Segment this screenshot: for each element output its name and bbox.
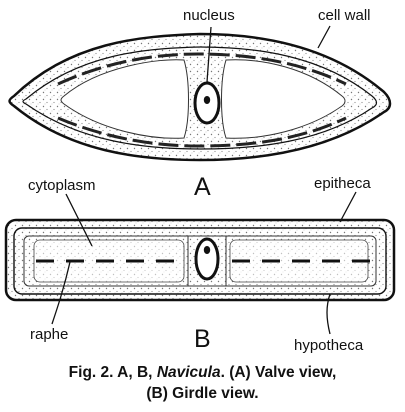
epitheca-label: epitheca: [314, 176, 371, 192]
cell-wall-leader: [318, 26, 330, 48]
girdle-view-cell: [6, 220, 394, 300]
panel-b-letter: B: [194, 326, 211, 352]
nucleus-label: nucleus: [183, 8, 235, 24]
caption-genus: Navicula: [157, 364, 221, 381]
girdle-nucleolus: [204, 246, 210, 254]
hypotheca-label: hypotheca: [294, 338, 363, 354]
valve-view-cell: [10, 34, 391, 160]
caption-prefix: Fig. 2. A, B,: [69, 364, 157, 381]
panel-a-letter: A: [194, 174, 211, 200]
caption-line-2: (B) Girdle view.: [0, 383, 405, 404]
girdle-nucleus: [196, 239, 218, 279]
figure-caption: Fig. 2. A, B, Navicula. (A) Valve view, …: [0, 362, 405, 404]
valve-nucleolus: [204, 96, 210, 104]
cell-wall-label: cell wall: [318, 8, 371, 24]
caption-line-1: Fig. 2. A, B, Navicula. (A) Valve view,: [0, 362, 405, 383]
raphe-label: raphe: [30, 327, 68, 343]
caption-suffix: . (A) Valve view,: [221, 364, 337, 381]
cytoplasm-label: cytoplasm: [28, 178, 96, 194]
epitheca-leader: [340, 192, 356, 222]
